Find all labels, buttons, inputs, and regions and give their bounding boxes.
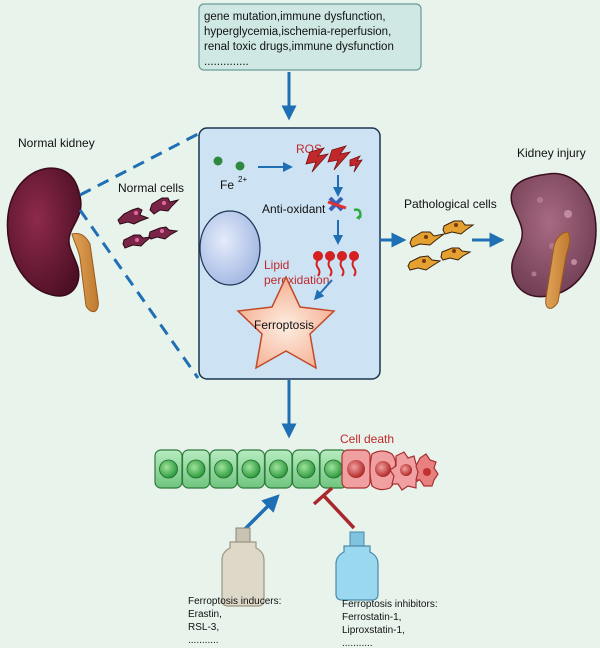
cell-death-label: Cell death xyxy=(340,432,394,446)
arrow-lipid-to-ferroptosis xyxy=(314,279,333,301)
inhibit-bar xyxy=(312,486,356,530)
ros-bolt-icons xyxy=(305,145,363,173)
zoom-lines xyxy=(78,132,200,379)
ferroptosis-label: Ferroptosis xyxy=(254,318,314,332)
inhibitor-bottle-icon xyxy=(335,531,379,601)
cell-nucleus xyxy=(324,459,343,479)
cell-panel: Fe 2+ ROS Anti-oxidant Lipid pe xyxy=(198,127,381,380)
lipid-chains-icon xyxy=(313,251,359,277)
causes-box: gene mutation,immune dysfunction, hyperg… xyxy=(198,3,422,71)
blocked-x-icon xyxy=(327,196,347,212)
inhibitor-item-1: Ferrostatin-1, xyxy=(342,612,401,623)
cell-nucleus xyxy=(159,459,178,479)
iron-dot-2 xyxy=(235,161,245,171)
green-curve-arrow-icon xyxy=(353,208,362,219)
pathological-cells-label: Pathological cells xyxy=(404,197,497,211)
kidney-injury-label: Kidney injury xyxy=(517,146,586,160)
inducers-title: Ferroptosis inducers: xyxy=(188,596,281,607)
inducer-item-2: RSL-3, xyxy=(188,622,219,633)
normal-cells-cluster xyxy=(117,197,180,249)
inhibitors-title: Ferroptosis inhibitors: xyxy=(342,599,438,610)
normal-cells-label: Normal cells xyxy=(118,181,184,195)
dying-cells xyxy=(341,449,439,491)
inhibitor-item-3: ........... xyxy=(342,638,373,648)
normal-kidney-label: Normal kidney xyxy=(18,136,95,150)
cell-nucleus xyxy=(241,459,261,479)
cell-nucleus xyxy=(214,459,233,479)
normal-kidney xyxy=(6,167,99,313)
lipid-label-line1: Lipid xyxy=(264,258,289,272)
lipid-label-line2: peroxidation xyxy=(264,273,329,287)
anti-oxidant-label: Anti-oxidant xyxy=(262,202,326,216)
pathological-cells-cluster xyxy=(407,220,475,271)
inducer-bottle-icon xyxy=(221,527,265,607)
cause-line-2: hyperglycemia,ischemia-reperfusion, xyxy=(204,26,391,38)
inhibitor-item-2: Liproxstatin-1, xyxy=(342,625,405,636)
inducer-item-1: Erastin, xyxy=(188,609,222,620)
iron-dot-1 xyxy=(213,156,223,166)
healthy-cells xyxy=(154,449,348,489)
cause-line-4: .............. xyxy=(204,56,249,68)
epithelium-row xyxy=(154,449,439,491)
vacuole xyxy=(199,210,261,286)
ferroptosis-star-icon xyxy=(236,275,336,370)
injured-kidney xyxy=(510,172,597,309)
cell-nucleus xyxy=(186,459,206,479)
cell-nucleus xyxy=(296,459,316,479)
arrow-inducer-to-cells xyxy=(242,494,280,532)
cause-line-1: gene mutation,immune dysfunction, xyxy=(204,11,386,23)
cause-line-3: renal toxic drugs,immune dysfunction xyxy=(204,41,394,53)
fe-charge-label: 2+ xyxy=(238,175,247,184)
cell-nucleus xyxy=(269,459,288,479)
fe-label: Fe xyxy=(220,178,234,192)
inducer-item-3: ........... xyxy=(188,635,219,646)
